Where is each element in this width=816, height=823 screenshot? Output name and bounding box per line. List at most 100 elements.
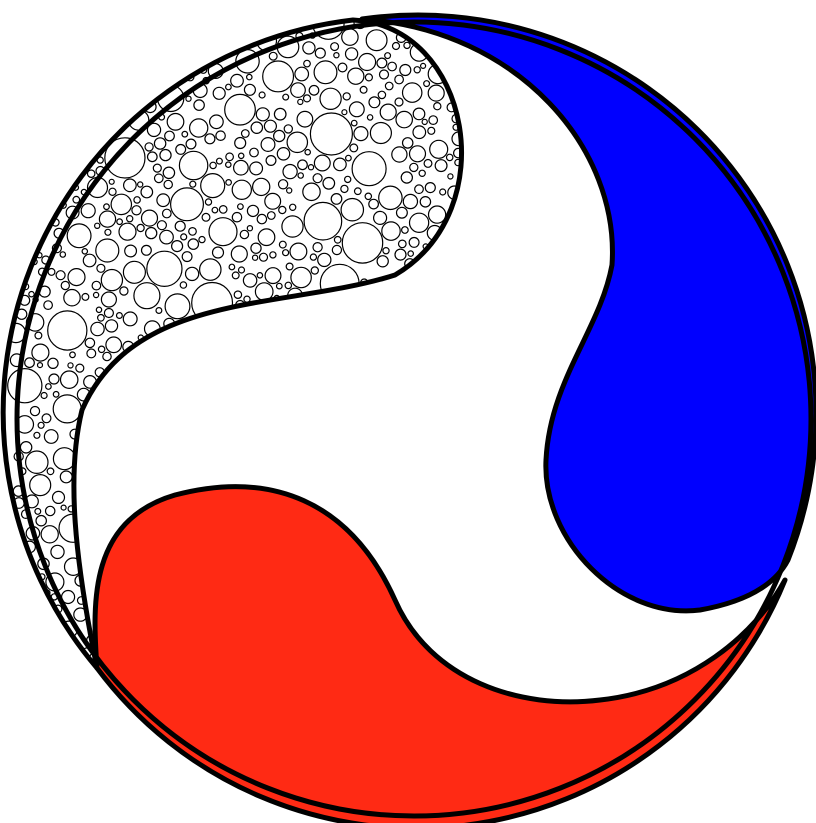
packed-circle bbox=[408, 251, 413, 256]
packed-circle bbox=[47, 468, 54, 475]
packed-circle bbox=[205, 134, 215, 144]
packed-circle bbox=[226, 84, 232, 90]
packed-circle bbox=[53, 392, 59, 398]
packed-circle bbox=[32, 344, 49, 361]
packed-circle bbox=[257, 214, 266, 223]
packed-circle bbox=[163, 167, 174, 178]
packed-circle bbox=[239, 267, 245, 273]
packed-circle bbox=[370, 123, 391, 144]
packed-circle bbox=[186, 96, 191, 101]
packed-circle bbox=[277, 283, 283, 289]
packed-circle bbox=[60, 371, 77, 388]
packed-circle bbox=[352, 152, 386, 186]
packed-circle bbox=[87, 349, 96, 358]
packed-circle bbox=[240, 230, 248, 238]
packed-circle bbox=[315, 48, 325, 58]
packed-circle bbox=[247, 226, 252, 231]
packed-circle bbox=[229, 264, 235, 270]
packed-circle bbox=[355, 188, 362, 195]
packed-circle bbox=[309, 86, 319, 96]
packed-circle bbox=[266, 156, 276, 166]
packed-circle bbox=[342, 29, 358, 45]
packed-circle bbox=[435, 160, 447, 172]
packed-circle bbox=[226, 180, 232, 186]
packed-circle bbox=[380, 104, 396, 120]
packed-circle bbox=[182, 131, 188, 137]
packed-circle bbox=[70, 352, 76, 358]
packed-circle bbox=[290, 243, 307, 260]
packed-circle bbox=[274, 108, 286, 120]
packed-circle bbox=[225, 94, 256, 125]
packed-circle bbox=[298, 99, 303, 104]
packed-circle bbox=[238, 204, 244, 210]
packed-circle bbox=[48, 358, 58, 368]
packed-circle bbox=[303, 42, 315, 54]
packed-circle bbox=[212, 207, 218, 213]
packed-circle bbox=[120, 287, 128, 295]
packed-circle bbox=[210, 162, 216, 168]
packed-circle bbox=[310, 113, 352, 155]
packed-circle bbox=[8, 369, 42, 403]
packed-circle bbox=[242, 130, 250, 138]
packed-circle bbox=[91, 322, 104, 335]
packed-circle bbox=[320, 88, 341, 109]
packed-circle bbox=[279, 241, 286, 248]
packed-circle bbox=[117, 313, 123, 319]
packed-circle bbox=[146, 228, 157, 239]
packed-circle bbox=[232, 213, 241, 222]
packed-circle bbox=[279, 206, 286, 213]
packed-circle bbox=[235, 138, 246, 149]
packed-circle bbox=[182, 252, 192, 262]
packed-circle bbox=[388, 62, 397, 71]
packed-circle bbox=[109, 188, 116, 195]
packed-circle bbox=[402, 227, 409, 234]
packed-circle bbox=[304, 202, 342, 240]
packed-circle bbox=[180, 282, 186, 288]
packed-circle bbox=[295, 67, 309, 81]
packed-circle bbox=[160, 150, 171, 161]
packed-circle bbox=[53, 395, 81, 423]
packed-circle bbox=[285, 282, 291, 288]
packed-circle bbox=[234, 160, 249, 175]
packed-circle bbox=[175, 221, 185, 231]
packed-circle bbox=[127, 216, 133, 222]
packed-circle bbox=[287, 132, 307, 152]
packed-circle bbox=[430, 140, 448, 158]
packed-circle bbox=[409, 238, 419, 248]
packed-circle bbox=[250, 162, 263, 175]
packed-circle bbox=[111, 194, 131, 214]
packed-circle bbox=[308, 165, 313, 170]
packed-circle bbox=[345, 176, 351, 182]
packed-circle bbox=[395, 98, 403, 106]
packed-circle bbox=[367, 115, 372, 120]
packed-circle bbox=[186, 139, 196, 149]
packed-circle bbox=[253, 178, 270, 195]
packed-circle bbox=[226, 162, 231, 167]
packed-circle bbox=[346, 48, 358, 60]
packed-circle bbox=[428, 85, 444, 101]
packed-circle bbox=[263, 61, 294, 92]
packed-circle bbox=[447, 154, 453, 160]
packed-circle bbox=[410, 213, 429, 232]
packed-circle bbox=[172, 241, 183, 252]
packed-circle bbox=[148, 152, 158, 162]
packed-circle bbox=[46, 384, 52, 390]
packed-circle bbox=[141, 186, 153, 198]
packed-circle bbox=[82, 249, 87, 254]
packed-circle bbox=[41, 393, 47, 399]
packed-circle bbox=[269, 52, 277, 60]
packed-circle bbox=[155, 174, 164, 183]
packed-circle bbox=[314, 61, 337, 84]
packed-circle bbox=[310, 254, 316, 260]
packed-circle bbox=[286, 263, 293, 270]
packed-circle bbox=[60, 471, 72, 483]
packed-circle bbox=[123, 312, 137, 326]
packed-circle bbox=[145, 143, 153, 151]
packed-circle bbox=[415, 185, 424, 194]
packed-circle bbox=[49, 374, 59, 384]
packed-circle bbox=[354, 127, 368, 141]
packed-circle bbox=[385, 82, 393, 90]
packed-circle bbox=[153, 164, 161, 172]
packed-circle bbox=[20, 442, 31, 453]
packed-circle bbox=[30, 407, 39, 416]
